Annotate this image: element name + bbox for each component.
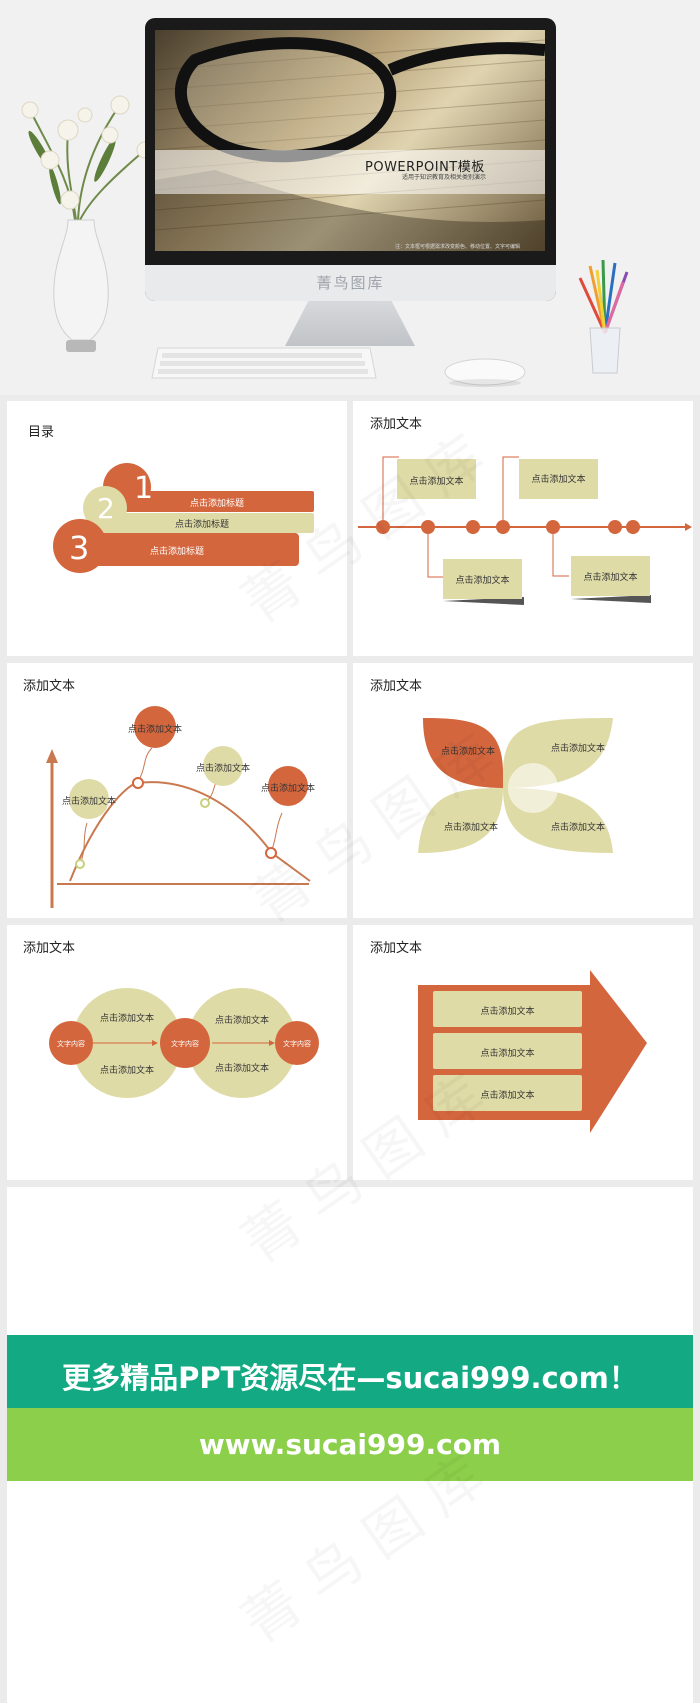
- petal-item-4[interactable]: 点击添加文本: [550, 823, 605, 833]
- circle-node-3[interactable]: 文字内容: [283, 1040, 311, 1048]
- curve-item-2[interactable]: 点击添加文本: [127, 725, 182, 735]
- circle-text-2[interactable]: 点击添加文本: [99, 1066, 154, 1076]
- petal-item-1[interactable]: 点击添加文本: [440, 747, 495, 757]
- petal-item-3[interactable]: 点击添加文本: [443, 823, 498, 833]
- circle-node-1[interactable]: 文字内容: [57, 1040, 85, 1048]
- panel-petals: 添加文本 点击添加文本 点击添加文本 点击添加文本 点击添加文本: [353, 663, 693, 918]
- timeline-item-4[interactable]: 点击添加文本: [583, 573, 638, 583]
- panel-title: 目录: [28, 425, 55, 440]
- toc-graphic: 1 2 3: [53, 463, 314, 573]
- petal-graphic: [418, 718, 613, 853]
- arrow-item-1[interactable]: 点击添加文本: [480, 1007, 535, 1017]
- promo-line-1: 更多精品PPT资源尽在—sucai999.com！: [62, 1361, 638, 1395]
- monitor-chin: [145, 265, 556, 301]
- mouse-image: [444, 358, 526, 387]
- toc-item-1[interactable]: 点击添加标题: [189, 499, 244, 509]
- monitor-stand: [285, 301, 415, 346]
- monitor-brand: 菁鸟图库: [316, 274, 385, 292]
- arrow-item-2[interactable]: 点击添加文本: [480, 1049, 535, 1059]
- timeline-item-1[interactable]: 点击添加文本: [409, 477, 464, 487]
- screen-title-band: [155, 150, 545, 194]
- screen-photo-glasses: [155, 30, 545, 251]
- promo-band-secondary: www.sucai999.com: [7, 1408, 693, 1481]
- keyboard-image: [151, 347, 377, 379]
- toc-item-2[interactable]: 点击添加标题: [174, 520, 229, 530]
- panel-arrow: 添加文本 点击添加文本 点击添加文本 点击添加文本: [353, 925, 693, 1180]
- toc-num-3: 3: [69, 529, 89, 567]
- circle-text-1[interactable]: 点击添加文本: [99, 1014, 154, 1024]
- slide-subtitle: 适用于知识教育及相关类别演示: [402, 174, 487, 181]
- panel-title: 添加文本: [23, 941, 76, 956]
- panel-circles: 添加文本 文字内容 文字内容 文字内容 点击添加文本 点击添加文本 点击添加文本…: [7, 925, 347, 1180]
- arrow-graphic: [418, 970, 647, 1133]
- timeline-graphic: [358, 456, 692, 605]
- curve-item-4[interactable]: 点击添加文本: [260, 784, 315, 794]
- panel-title: 添加文本: [370, 417, 423, 432]
- toc-item-3[interactable]: 点击添加标题: [149, 547, 204, 557]
- petal-item-2[interactable]: 点击添加文本: [550, 744, 605, 754]
- panel-title: 添加文本: [370, 679, 423, 694]
- curve-item-1[interactable]: 点击添加文本: [61, 797, 116, 807]
- circles-graphic: [49, 988, 319, 1098]
- toc-num-1: 1: [134, 471, 153, 506]
- promo-url[interactable]: www.sucai999.com: [198, 1428, 502, 1461]
- slide-title: POWERPOINT模板: [365, 160, 485, 175]
- circle-text-4[interactable]: 点击添加文本: [214, 1064, 269, 1074]
- panel-timeline: 添加文本 点击添加文本 点击添加文本 点击添加文本 点击添加文本: [353, 401, 693, 656]
- timeline-item-2[interactable]: 点击添加文本: [531, 475, 586, 485]
- panel-title: 添加文本: [23, 679, 76, 694]
- circle-node-2[interactable]: 文字内容: [171, 1040, 199, 1048]
- circle-text-3[interactable]: 点击添加文本: [214, 1016, 269, 1026]
- flower-vase-image: [21, 95, 154, 352]
- slide-note: 注：文本框可根据需求改变颜色、移动位置、文字可编辑: [395, 244, 521, 250]
- promo-band-primary: 更多精品PPT资源尽在—sucai999.com！: [7, 1335, 693, 1408]
- arrow-item-3[interactable]: 点击添加文本: [480, 1091, 535, 1101]
- panel-toc: 目录 1 2 3 点击添加标题 点击添加标题 点击添加标题: [7, 401, 347, 656]
- panel-title: 添加文本: [370, 941, 423, 956]
- panel-curve: 添加文本 点击添加文本 点击添加文本 点击添加文本 点击添加文本: [7, 663, 347, 918]
- curve-graphic: [46, 706, 311, 908]
- curve-item-3[interactable]: 点击添加文本: [195, 764, 250, 774]
- timeline-item-3[interactable]: 点击添加文本: [455, 576, 510, 586]
- toc-num-2: 2: [97, 492, 115, 525]
- pencil-cup-image: [578, 259, 629, 374]
